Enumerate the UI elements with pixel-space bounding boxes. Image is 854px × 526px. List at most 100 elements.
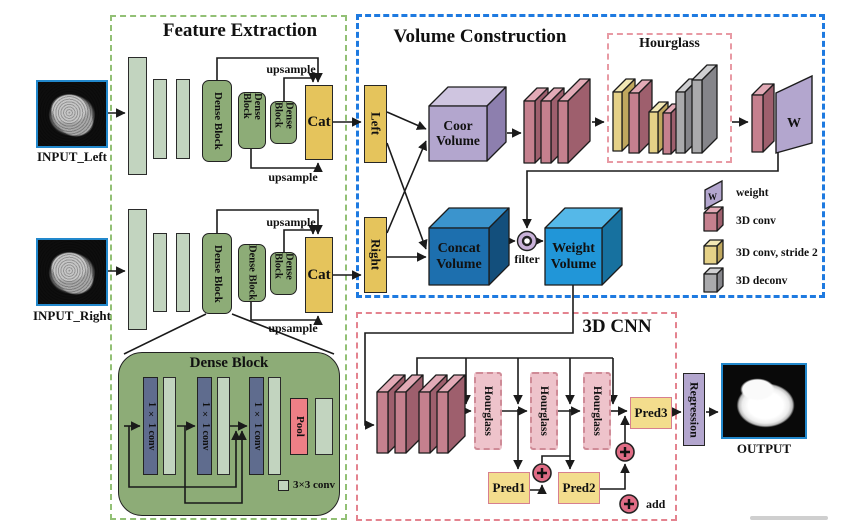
- svg-text:W: W: [708, 192, 717, 202]
- filter-icon: [516, 230, 538, 252]
- legend-stride2-label: 3D conv, stride 2: [736, 247, 818, 259]
- conv3x3-bar: [268, 377, 281, 475]
- line-pred2-add2: [600, 463, 630, 490]
- upsample-line-top1: [283, 73, 318, 101]
- volume-construction-region: [356, 14, 825, 298]
- input-left-image: [36, 80, 108, 148]
- left-feature-box: Left: [364, 85, 387, 163]
- weight-legend-icon: W: [704, 179, 723, 211]
- cat-block-1: Cat: [305, 85, 333, 160]
- arrow-right-coor: [386, 140, 427, 234]
- regression-block: Regression: [683, 373, 705, 446]
- conv3d-slab: [628, 79, 653, 154]
- feature-bar: [176, 233, 190, 312]
- dense-block-2: Dense Block: [238, 92, 266, 149]
- cat-block-2: Cat: [305, 237, 333, 313]
- input-right-label: INPUT_Right: [32, 308, 111, 323]
- right-feature-box: Right: [364, 217, 387, 293]
- pred1-block: Pred1: [488, 472, 530, 504]
- expand-line-right: [231, 313, 335, 355]
- expand-line-left: [123, 313, 207, 355]
- conv1x1-bar: 1 × 1 conv: [249, 377, 264, 475]
- stride-conv-legend-icon: [703, 239, 724, 265]
- line-add1-pred2: [541, 455, 570, 463]
- conv3d-slab: [557, 78, 591, 164]
- hourglass-module-title: Hourglass: [639, 36, 700, 51]
- conv3d-slab: [751, 83, 775, 153]
- add-icon: [615, 442, 635, 462]
- concat-volume-label: Concat Volume: [436, 241, 482, 272]
- weight-sheet-label: W: [787, 116, 801, 131]
- connector-lines: [108, 57, 779, 504]
- conv1x1-bar: 1 × 1 conv: [197, 377, 212, 475]
- conv3d-slab: [436, 374, 466, 454]
- line-w-filter: [522, 152, 779, 229]
- upsample-line-bottom2: [250, 302, 323, 325]
- deconv-legend-icon: [703, 267, 724, 293]
- skip-line-db1-cat1: [216, 57, 323, 83]
- conv3x3-legend-label: 3×3 conv: [293, 479, 336, 491]
- legend-deconv-label: 3D deconv: [736, 275, 788, 287]
- hourglass-block-1: Hourglass: [474, 372, 502, 450]
- legend-weight-label: weight: [736, 187, 769, 199]
- dense-block-4: Dense Block: [202, 233, 232, 314]
- upsample-line-top2: [283, 225, 318, 252]
- conv3x3-bar: [315, 398, 333, 455]
- weight-volume-cube: [544, 207, 623, 286]
- feature-bar: [153, 79, 167, 159]
- hourglass-block-3: Hourglass: [583, 372, 611, 450]
- dense-block-3: Dense Block: [270, 101, 297, 144]
- weight-sheet: [775, 74, 813, 154]
- feature-bar: [176, 79, 190, 159]
- hourglass-block-2: Hourglass: [530, 372, 558, 450]
- dense-block-detail-title: Dense Block: [189, 355, 269, 371]
- add-legend-icon: [619, 494, 639, 514]
- pred3-block: Pred3: [630, 397, 672, 429]
- upsample-label: upsample: [268, 321, 318, 335]
- feature-extraction-title: Feature Extraction: [162, 20, 318, 41]
- conv3x3-bar: [217, 377, 230, 475]
- arrow-left-coor: [386, 111, 427, 130]
- deconv-slab: [691, 64, 718, 154]
- scroll-fragment: [750, 516, 828, 520]
- dense-block-6: Dense Block: [270, 252, 297, 295]
- input-right-image: [36, 238, 108, 306]
- upsample-line-bottom1: [250, 149, 323, 172]
- upsample-label: upsample: [266, 62, 316, 76]
- output-image: [721, 363, 807, 439]
- feature-bar: [128, 209, 147, 330]
- coor-volume-label: Coor Volume: [436, 117, 480, 148]
- dense-block-5: Dense Block: [238, 244, 266, 302]
- add-legend-label: add: [646, 497, 666, 511]
- weight-volume-label: Weight Volume: [550, 241, 597, 272]
- coor-volume-cube: [428, 86, 507, 162]
- line-pred1-add1: [530, 484, 547, 494]
- upsample-label: upsample: [266, 215, 316, 229]
- pool-bar: Pool: [290, 398, 308, 455]
- legend-conv3d-label: 3D conv: [736, 215, 776, 227]
- densedetail-skip: [184, 426, 247, 504]
- 3d-cnn-title: 3D CNN: [582, 316, 652, 337]
- upsample-label: upsample: [268, 170, 318, 184]
- concat-volume-cube: [428, 207, 510, 286]
- dense-block-1: Dense Block: [202, 80, 232, 162]
- arrow-left-concat: [386, 142, 428, 250]
- feature-extraction-region: [110, 15, 347, 520]
- filter-label: filter: [514, 252, 540, 266]
- pred2-block: Pred2: [558, 472, 600, 504]
- skip-line-db1-cat2: [216, 209, 323, 235]
- conv3d-legend-icon: [703, 206, 724, 232]
- conv1x1-bar: 1 × 1 conv: [143, 377, 158, 475]
- output-label: OUTPUT: [736, 441, 792, 456]
- volume-construction-title: Volume Construction: [393, 26, 567, 47]
- densedetail-skip: [128, 426, 241, 488]
- feature-bar: [128, 57, 147, 175]
- conv3x3-bar: [163, 377, 176, 475]
- add-icon: [532, 463, 552, 483]
- line-weightvolume-cnn: [364, 285, 574, 430]
- conv3x3-swatch: [278, 480, 289, 491]
